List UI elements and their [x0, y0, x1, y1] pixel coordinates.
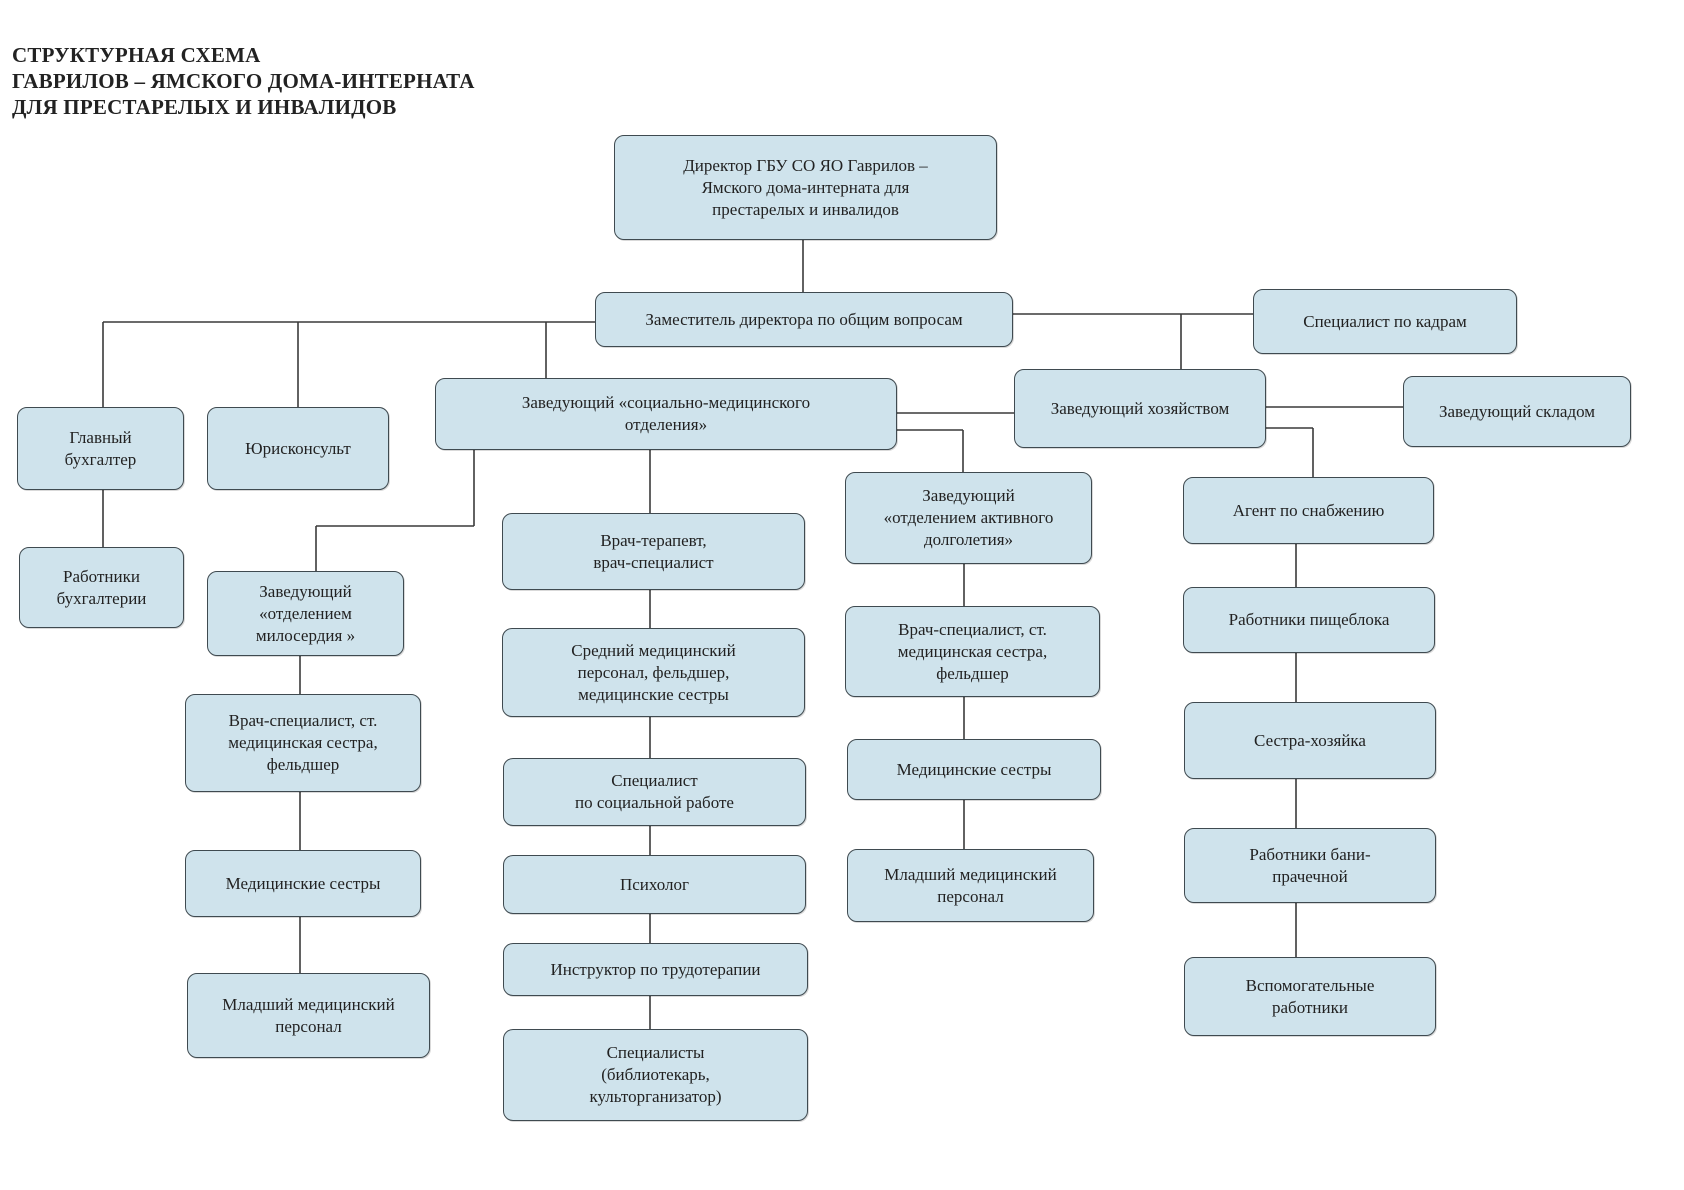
node-accounting-staff: Работники бухгалтерии — [19, 547, 184, 628]
node-head-warehouse: Заведующий складом — [1403, 376, 1631, 447]
node-kitchen-staff: Работники пищеблока — [1183, 587, 1435, 653]
node-therapist: Врач-терапевт, врач-специалист — [502, 513, 805, 590]
node-mercy-nurses: Медицинские сестры — [185, 850, 421, 917]
title-line-3: ДЛЯ ПРЕСТАРЕЛЫХ И ИНВАЛИДОВ — [12, 95, 397, 119]
node-chief-accountant: Главный бухгалтер — [17, 407, 184, 490]
node-longevity-doctor: Врач-специалист, ст. медицинская сестра,… — [845, 606, 1100, 697]
node-auxiliary-staff: Вспомогательные работники — [1184, 957, 1436, 1036]
node-head-social-medical: Заведующий «социально-медицинского отдел… — [435, 378, 897, 450]
node-director: Директор ГБУ СО ЯО Гаврилов – Ямского до… — [614, 135, 997, 240]
node-mercy-doctor: Врач-специалист, ст. медицинская сестра,… — [185, 694, 421, 792]
node-psychologist: Психолог — [503, 855, 806, 914]
node-mercy-junior: Младший медицинский персонал — [187, 973, 430, 1058]
node-head-longevity: Заведующий «отделением активного долголе… — [845, 472, 1092, 564]
node-mid-medical: Средний медицинский персонал, фельдшер, … — [502, 628, 805, 717]
node-housekeeper: Сестра-хозяйка — [1184, 702, 1436, 779]
node-longevity-nurses: Медицинские сестры — [847, 739, 1101, 800]
node-supply-agent: Агент по снабжению — [1183, 477, 1434, 544]
node-labor-instructor: Инструктор по трудотерапии — [503, 943, 808, 996]
title-line-2: ГАВРИЛОВ – ЯМСКОГО ДОМА-ИНТЕРНАТА — [12, 69, 475, 93]
title-line-1: СТРУКТУРНАЯ СХЕМА — [12, 43, 261, 67]
node-longevity-junior: Младший медицинский персонал — [847, 849, 1094, 922]
node-social-worker: Специалист по социальной работе — [503, 758, 806, 826]
node-deputy: Заместитель директора по общим вопросам — [595, 292, 1013, 347]
node-head-household: Заведующий хозяйством — [1014, 369, 1266, 448]
node-specialists-culture: Специалисты (библиотекарь, культорганиза… — [503, 1029, 808, 1121]
node-hr-specialist: Специалист по кадрам — [1253, 289, 1517, 354]
node-legal-counsel: Юрисконсульт — [207, 407, 389, 490]
chart-title: СТРУКТУРНАЯ СХЕМА ГАВРИЛОВ – ЯМСКОГО ДОМ… — [12, 42, 475, 120]
node-laundry-staff: Работники бани- прачечной — [1184, 828, 1436, 903]
node-head-mercy: Заведующий «отделением милосердия » — [207, 571, 404, 656]
